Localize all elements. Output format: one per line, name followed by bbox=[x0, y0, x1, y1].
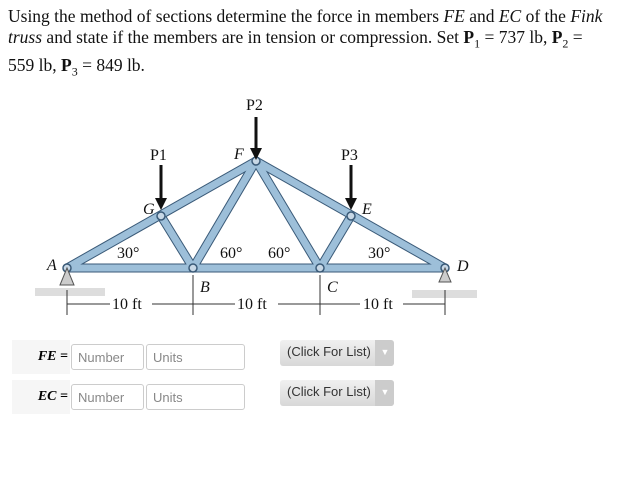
dimension-label: 10 ft bbox=[363, 296, 393, 313]
question-text: Using the method of sections determine t… bbox=[8, 6, 603, 78]
chevron-down-icon: ▼ bbox=[375, 380, 394, 406]
label-a: A bbox=[46, 257, 57, 274]
dimension-lines bbox=[66, 275, 446, 315]
label-p3: P3 bbox=[341, 147, 358, 164]
label-f: F bbox=[233, 146, 244, 163]
fink-truss-figure: P1 P2 P3 A B C D E F G 30° 60° 60° 30° 1… bbox=[35, 97, 477, 315]
ec-label: EC = bbox=[12, 380, 70, 414]
angle-label: 60° bbox=[220, 245, 242, 262]
load-arrows bbox=[159, 117, 353, 200]
fe-label: FE = bbox=[12, 340, 70, 374]
ec-tension-compression-select[interactable]: (Click For List) ▼ bbox=[280, 380, 394, 406]
roller-support-icon bbox=[438, 266, 452, 283]
fe-tension-compression-select[interactable]: (Click For List) ▼ bbox=[280, 340, 394, 366]
answer-row-ec: EC = Number Units (Click For List) ▼ bbox=[12, 380, 402, 414]
select-label: (Click For List) bbox=[287, 384, 371, 399]
chevron-down-icon: ▼ bbox=[375, 340, 394, 366]
label-d: D bbox=[456, 258, 469, 275]
label-c: C bbox=[327, 279, 338, 296]
fe-number-input[interactable]: Number bbox=[71, 344, 144, 370]
label-p1: P1 bbox=[150, 147, 167, 164]
label-e: E bbox=[361, 201, 372, 218]
ground-left bbox=[35, 288, 105, 296]
angle-label: 30° bbox=[368, 245, 390, 262]
label-p2: P2 bbox=[246, 97, 263, 114]
answer-row-fe: FE = Number Units (Click For List) ▼ bbox=[12, 340, 402, 374]
select-label: (Click For List) bbox=[287, 344, 371, 359]
angle-label: 60° bbox=[268, 245, 290, 262]
dimension-label: 10 ft bbox=[112, 296, 142, 313]
label-b: B bbox=[200, 279, 210, 296]
pin-support-icon bbox=[59, 266, 75, 286]
label-g: G bbox=[143, 201, 155, 218]
angle-label: 30° bbox=[117, 245, 139, 262]
ec-units-input[interactable]: Units bbox=[146, 384, 245, 410]
ec-number-input[interactable]: Number bbox=[71, 384, 144, 410]
fe-units-input[interactable]: Units bbox=[146, 344, 245, 370]
dimension-label: 10 ft bbox=[237, 296, 267, 313]
